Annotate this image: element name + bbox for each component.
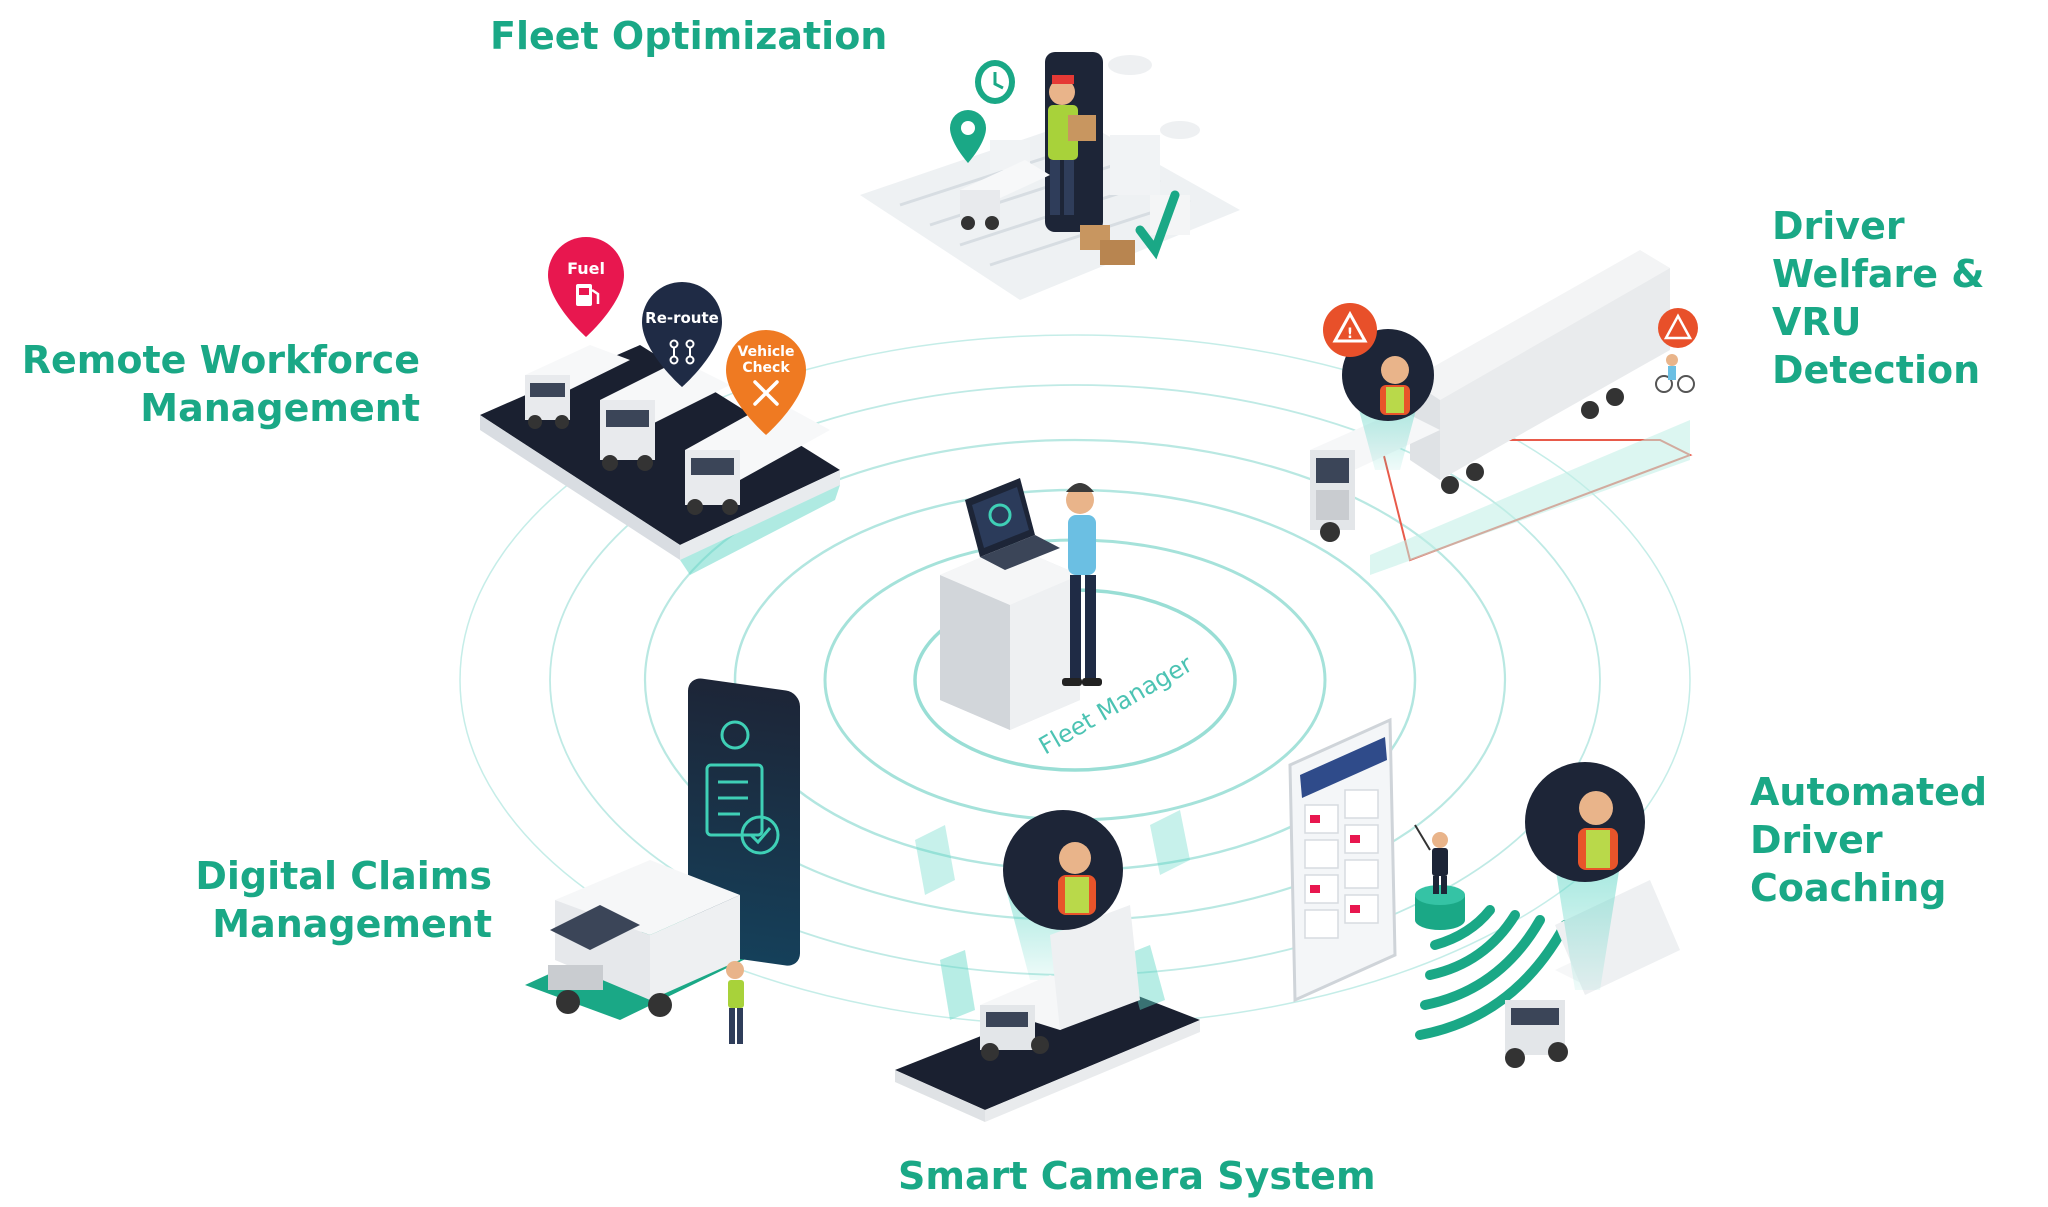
label-driver-welfare: Driver Welfare & VRU Detection	[1772, 204, 1985, 392]
smart-camera-illustration	[895, 810, 1200, 1122]
svg-text:Check: Check	[742, 360, 790, 376]
wrench-screwdriver-icon	[753, 380, 779, 406]
svg-text:Fuel: Fuel	[567, 259, 605, 278]
label-automated-coaching: Automated Driver Coaching	[1750, 770, 1988, 910]
driver-welfare-illustration: !	[1310, 250, 1698, 575]
reroute-pin: Re-route	[642, 282, 722, 387]
fleet-optimization-illustration	[860, 52, 1240, 300]
laptop-logo-icon	[988, 503, 1012, 527]
label-fleet-optimization: Fleet Optimization	[490, 14, 888, 58]
label-digital-claims: Digital Claims Management	[195, 854, 492, 946]
svg-text:Re-route: Re-route	[645, 309, 719, 327]
label-smart-camera: Smart Camera System	[898, 1154, 1376, 1198]
svg-text:!: !	[1347, 326, 1353, 342]
fuel-pump-icon	[576, 284, 600, 306]
clock-icon	[975, 60, 1015, 104]
label-remote-workforce: Remote Workforce Management	[21, 338, 420, 430]
vehicle-check-pin: Vehicle Check	[726, 330, 806, 435]
remote-workforce-illustration: Fuel Re-route Vehicle Check	[480, 237, 840, 575]
fuel-pin: Fuel	[548, 237, 624, 337]
map-pin-icon	[950, 110, 986, 163]
map-pin-icon	[720, 720, 750, 750]
fleet-manager-illustration	[940, 478, 1102, 730]
digital-claims-illustration	[525, 678, 800, 1044]
automated-coaching-illustration	[1288, 717, 1680, 1068]
svg-text:Vehicle: Vehicle	[738, 344, 795, 360]
checkmark-icon	[1135, 190, 1180, 260]
warning-icon: !	[1323, 303, 1377, 357]
reroute-icon	[669, 339, 695, 365]
checklist-icon	[705, 763, 780, 855]
warning-icon-cyclist	[1658, 308, 1698, 348]
